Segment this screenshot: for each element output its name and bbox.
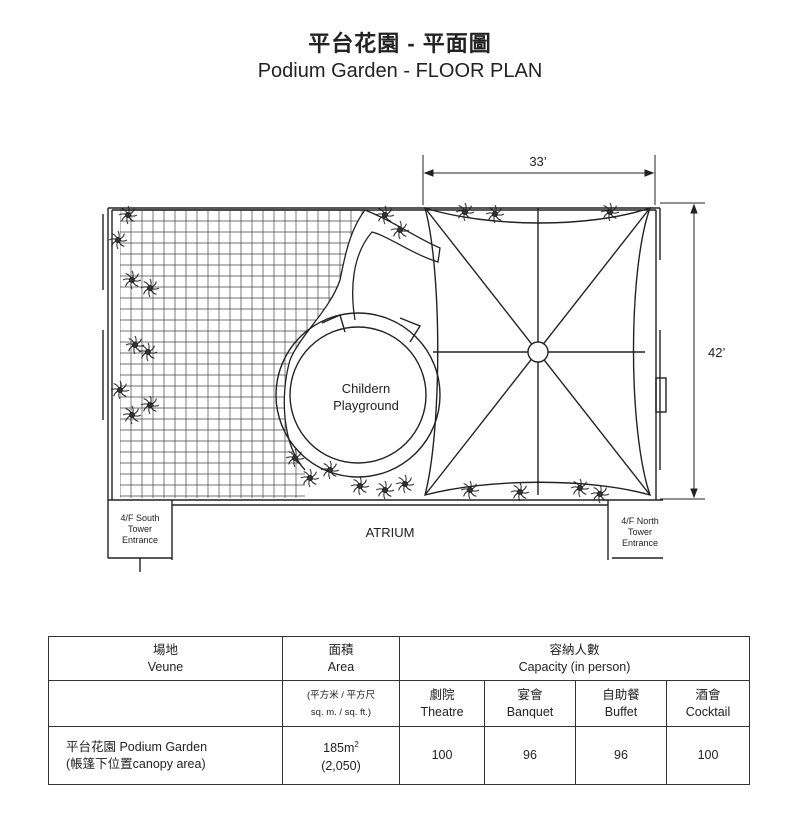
- south-entrance-label-2: Tower: [128, 524, 152, 534]
- floor-plan: Childern Playground 33’ 42’ ATRIUM 4/F S…: [102, 154, 725, 572]
- south-entrance-label-1: 4/F South: [120, 513, 159, 523]
- plant-icon: [320, 460, 340, 480]
- area-units: (平方米 / 平方尺 sq. m. / sq. ft.): [282, 680, 400, 727]
- plant-icon: [390, 220, 410, 240]
- banquet-cell: 96: [484, 726, 576, 785]
- playground-label-2: Playground: [333, 398, 399, 413]
- dimension-width-label: 33’: [529, 154, 546, 169]
- north-entrance-label-1: 4/F North: [621, 516, 659, 526]
- plant-icon: [455, 202, 475, 222]
- plant-icon: [110, 380, 130, 400]
- dimension-width: [422, 155, 656, 205]
- col-buffet: 自助餐 Buffet: [575, 680, 667, 727]
- plant-icon: [140, 278, 160, 298]
- theatre-cell: 100: [399, 726, 485, 785]
- col-cocktail: 酒會 Cocktail: [666, 680, 750, 727]
- plants: [108, 202, 620, 504]
- paving-grid: [120, 210, 365, 498]
- atrium-label: ATRIUM: [366, 525, 415, 540]
- playground-label-1: Childern: [342, 381, 390, 396]
- playground: [275, 312, 441, 478]
- plant-icon: [375, 205, 395, 225]
- cocktail-cell: 100: [666, 726, 750, 785]
- buffet-cell: 96: [575, 726, 667, 785]
- venue-cell: 平台花園 Podium Garden (帳篷下位置canopy area): [48, 726, 283, 785]
- plant-icon: [118, 205, 138, 225]
- plant-icon: [600, 202, 620, 222]
- plant-icon: [395, 474, 415, 494]
- dimension-height-label: 42’: [708, 345, 725, 360]
- area-header: 面積 Area: [282, 636, 400, 681]
- plant-icon: [590, 484, 610, 504]
- garden-path: [352, 209, 441, 321]
- plant-icon: [300, 468, 320, 488]
- col-banquet: 宴會 Banquet: [484, 680, 576, 727]
- venue-subheader-empty: [48, 680, 283, 727]
- col-theatre: 劇院 Theatre: [399, 680, 485, 727]
- capacity-header: 容納人數 Capacity (in person): [399, 636, 750, 681]
- plant-icon: [570, 478, 590, 498]
- venue-header: 場地 Veune: [48, 636, 283, 681]
- capacity-table: 場地 Veune 面積 Area 容納人數 Capacity (in perso…: [48, 636, 750, 785]
- plant-icon: [485, 204, 505, 224]
- plant-icon: [460, 480, 480, 500]
- north-entrance-label-2: Tower: [628, 527, 652, 537]
- table-row: 平台花園 Podium Garden (帳篷下位置canopy area) 18…: [48, 726, 750, 785]
- canopy: [423, 206, 652, 497]
- plant-icon: [350, 476, 370, 496]
- south-entrance-label-3: Entrance: [122, 535, 158, 545]
- plant-icon: [138, 342, 158, 362]
- page-title-zh: 平台花園 - 平面圖: [308, 31, 492, 56]
- plant-icon: [108, 230, 128, 250]
- plant-icon: [510, 482, 530, 502]
- plant-icon: [122, 405, 142, 425]
- dimension-height: [660, 202, 705, 500]
- page-title-en: Podium Garden - FLOOR PLAN: [257, 60, 543, 82]
- plant-icon: [125, 335, 145, 355]
- plant-icon: [285, 448, 305, 468]
- plant-icon: [375, 480, 395, 500]
- plant-icon: [122, 270, 142, 290]
- north-entrance-label-3: Entrance: [622, 538, 658, 548]
- plant-icon: [140, 395, 160, 415]
- area-cell: 185m2 (2,050): [282, 726, 400, 785]
